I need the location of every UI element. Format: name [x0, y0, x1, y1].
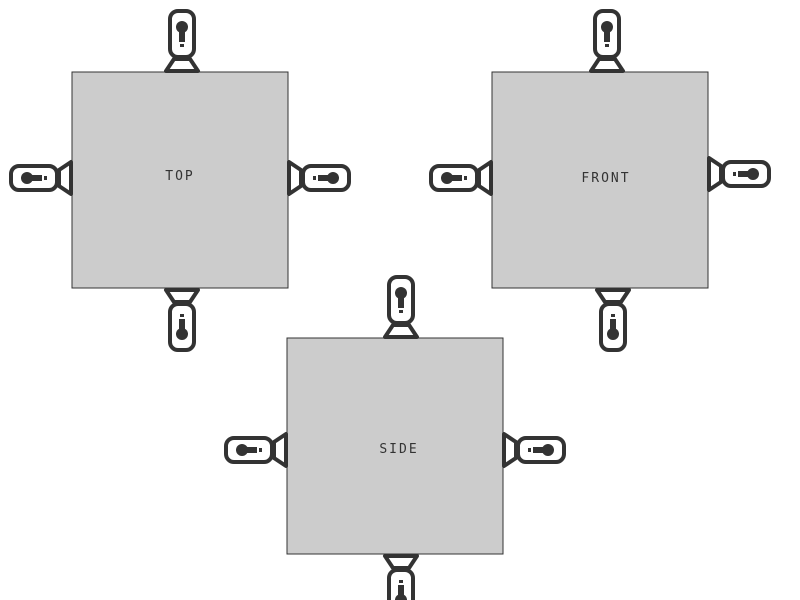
light-bulb-icon: [164, 9, 200, 73]
light-bulb-icon: [164, 288, 200, 352]
light-bulb-icon: [224, 432, 288, 468]
light-bulb-icon: [595, 288, 631, 352]
panel-top-box: [71, 71, 289, 289]
light-bulb-icon: [429, 160, 493, 196]
light-bulb-icon: [9, 160, 73, 196]
panel-front-box: [491, 71, 709, 289]
panel-front-label: FRONT: [581, 171, 630, 186]
light-bulb-icon: [383, 554, 419, 600]
light-bulb-icon: [707, 156, 771, 192]
panel-side: SIDE: [224, 275, 566, 600]
light-bulb-icon: [589, 9, 625, 73]
panel-top: TOP: [9, 9, 351, 352]
panel-top-label: TOP: [165, 169, 194, 184]
panel-front: FRONT: [429, 9, 771, 352]
light-bulb-icon: [383, 275, 419, 339]
light-bulb-icon: [287, 160, 351, 196]
panel-side-label: SIDE: [379, 442, 418, 457]
light-bulb-icon: [502, 432, 566, 468]
